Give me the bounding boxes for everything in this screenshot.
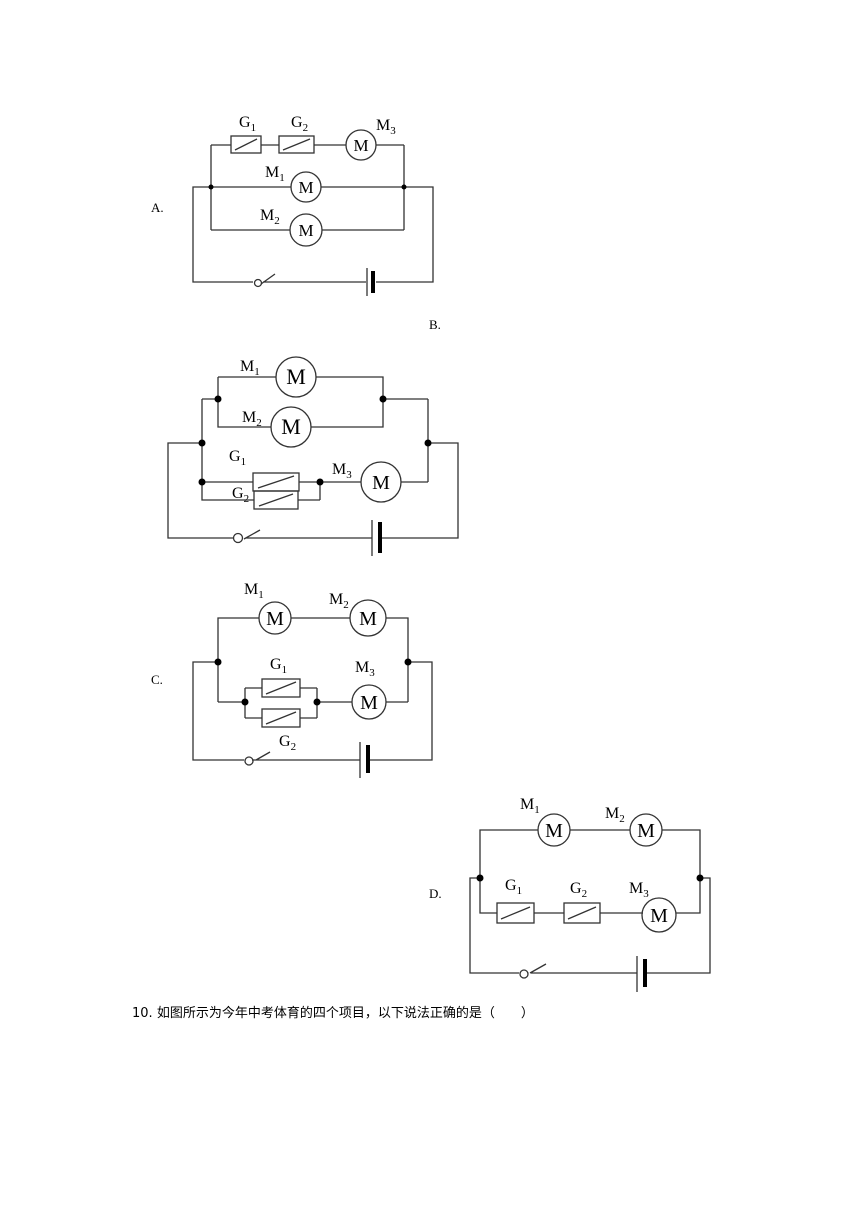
label-m3: M3 (332, 461, 352, 481)
label-g2: G2 (279, 733, 296, 753)
junction-dots (198, 184, 704, 882)
motor-symbols: M M M M M M M M M M M M (266, 136, 668, 927)
option-c-label: C. (151, 672, 163, 687)
option-a-label: A. (151, 200, 164, 215)
label-g1: G1 (270, 656, 287, 676)
label-m2: M2 (605, 805, 625, 825)
option-b-label: B. (429, 317, 441, 332)
svg-text:M: M (266, 608, 284, 630)
circuit-b (167, 356, 459, 556)
question-10: 10. 如图所示为今年中考体育的四个项目，以下说法正确的是（ ） (132, 1002, 534, 1021)
motor-m1-icon (290, 171, 322, 203)
motor-m3-icon (345, 129, 377, 161)
label-g2: G2 (570, 880, 587, 900)
svg-text:M: M (650, 905, 668, 927)
svg-text:M: M (372, 472, 390, 494)
label-m3: M3 (355, 659, 375, 679)
label-g1: G1 (229, 448, 246, 468)
label-m2: M2 (329, 591, 349, 611)
label-m1: M1 (265, 164, 285, 184)
label-m2: M2 (260, 207, 280, 227)
label-m1: M1 (520, 796, 540, 816)
option-d-label: D. (429, 886, 442, 901)
label-g1: G1 (505, 877, 522, 897)
label-g2: G2 (232, 485, 249, 505)
svg-text:M: M (298, 221, 313, 240)
label-m3: M3 (629, 880, 649, 900)
motor-m2-icon (289, 213, 323, 247)
svg-text:M: M (281, 414, 301, 439)
svg-text:M: M (298, 178, 313, 197)
circuit-c (192, 599, 433, 778)
question-text: 如图所示为今年中考体育的四个项目，以下说法正确的是（ ） (156, 1006, 534, 1021)
question-number: 10. (132, 1006, 153, 1021)
label-m3: M3 (376, 117, 396, 137)
svg-text:M: M (545, 820, 563, 842)
component-labels: G1 G2 M3 M1 M2 M1 M2 G1 M3 G2 M1 M2 G1 M… (229, 114, 649, 900)
svg-text:M: M (286, 364, 306, 389)
circuit-a (192, 129, 434, 296)
svg-text:M: M (637, 820, 655, 842)
label-m1: M1 (244, 581, 264, 601)
label-m1: M1 (240, 358, 260, 378)
svg-text:M: M (360, 692, 378, 714)
circuit-d (469, 813, 711, 992)
label-g2: G2 (291, 114, 308, 134)
label-g1: G1 (239, 114, 256, 134)
svg-text:M: M (353, 136, 368, 155)
label-m2: M2 (242, 409, 262, 429)
svg-text:M: M (359, 608, 377, 630)
